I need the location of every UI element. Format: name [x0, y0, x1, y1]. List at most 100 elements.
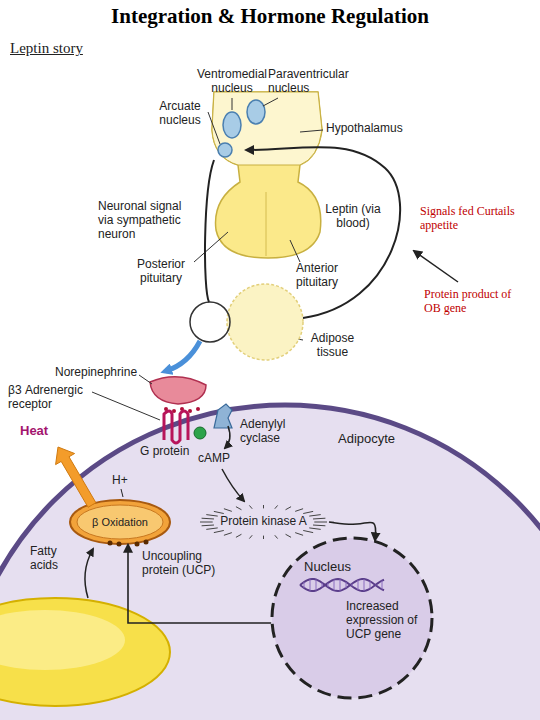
burst-ray: [286, 507, 292, 510]
leader-line: [194, 232, 228, 262]
dot: [196, 407, 200, 411]
burst-ray: [295, 533, 303, 536]
mitochondrion-matrix: [77, 505, 163, 539]
helix-rung: [328, 583, 329, 587]
part-label: Adipose tissue: [305, 332, 360, 360]
dot: [108, 541, 113, 546]
helix-rung: [352, 584, 353, 587]
nucleus-circle: NucleusIncreased expression of UCP gene: [270, 536, 434, 700]
burst-ray: [202, 518, 214, 520]
leader-line: [263, 98, 278, 106]
burst-ray: [303, 530, 313, 532]
helix-strand: [300, 579, 384, 591]
helix-rung: [304, 582, 305, 588]
dot: [144, 540, 149, 545]
part-label: Posterior pituitary: [128, 258, 194, 286]
burst-ray: [200, 522, 213, 523]
burst-ray: [206, 515, 217, 516]
burst-ray: [263, 536, 264, 539]
burst-ray: [263, 505, 264, 508]
title: Integration & Hormone Regulation: [0, 4, 540, 29]
burst-ray: [224, 509, 232, 512]
mitochondrion: β Oxidation: [68, 498, 172, 546]
adrenergic-receptor: [164, 411, 188, 443]
leptin-arc: [246, 147, 400, 318]
note: Protein product of OB gene: [424, 288, 512, 316]
molecule-label: cAMP: [198, 452, 248, 466]
burst-ray: [314, 522, 327, 523]
helix-rung: [376, 584, 377, 586]
part-label: Hypothalamus: [326, 122, 416, 136]
ventromedial-nucleus: [223, 112, 241, 138]
part-label: Paraventricular nucleus: [268, 68, 363, 96]
burst-ray: [309, 528, 320, 529]
helix-rung: [322, 583, 323, 588]
signal-label: Leptin (via blood): [322, 203, 384, 231]
fatty-acid-arrow: [85, 549, 93, 598]
helix-rung: [340, 579, 341, 591]
helix-rung: [316, 580, 317, 591]
heat-arrow: [56, 447, 96, 507]
output-label: Heat: [20, 424, 70, 439]
signal-label: Neuronal signal via sympathetic neuron: [98, 200, 196, 241]
burst-ray: [249, 505, 252, 508]
dna-helix: [300, 579, 384, 591]
burst-ray: [313, 518, 325, 520]
paraventricular-nucleus: [247, 100, 265, 124]
leader-line: [232, 98, 233, 110]
process-label: β Oxidation: [92, 516, 148, 529]
leader-line: [300, 130, 323, 132]
helix-strand: [300, 579, 384, 591]
part-label: Ventromedial nucleus: [194, 68, 270, 96]
connector-arrow: [128, 545, 271, 623]
nerve-terminal: [150, 377, 206, 404]
process-label: Increased expression of UCP gene: [346, 600, 428, 641]
burst-ray: [224, 533, 232, 536]
leader-line: [92, 392, 160, 420]
zoom-circle: [190, 302, 230, 342]
burst-ray: [286, 534, 292, 537]
organelle-label: Nucleus: [304, 560, 351, 575]
burst-ray: [214, 530, 224, 532]
burst-ray: [202, 525, 214, 527]
burst-ray: [214, 511, 224, 513]
molecule-label: H+: [112, 474, 142, 488]
part-label: Anterior pituitary: [286, 262, 348, 290]
part-label: β3 Adrenergic receptor: [8, 384, 108, 412]
neuronal-signal-arc: [205, 160, 214, 302]
proton-arrow: [121, 489, 123, 497]
enzyme-burst: Protein kinase A: [198, 503, 329, 541]
adenylyl-cyclase: [214, 404, 232, 428]
burst-ray: [275, 535, 278, 538]
burst-ray: [303, 511, 313, 513]
section-heading: Leptin story: [10, 40, 130, 57]
part-label: G protein: [140, 445, 200, 459]
helix-rung: [310, 579, 311, 590]
part-label: Norepinephrine: [55, 366, 150, 380]
camp-arrow: [225, 426, 230, 448]
burst-ray: [236, 534, 242, 537]
arcuate-nucleus: [218, 143, 232, 157]
part-label: Arcuate nucleus: [150, 100, 210, 128]
helix-rung: [358, 580, 359, 590]
pituitary: [212, 92, 322, 258]
molecule-label: Fatty acids: [30, 545, 80, 573]
note: Signals fed Curtails appetite: [420, 205, 515, 233]
part-label: Uncoupling protein (UCP): [142, 550, 232, 578]
cell-label: Adipocyte: [338, 432, 395, 447]
part-label: Adenylyl cyclase: [240, 418, 310, 446]
burst-ray: [206, 528, 217, 529]
helix-rung: [346, 582, 347, 588]
mitochondrion-outline: [70, 500, 170, 544]
lobe-divider: [266, 192, 267, 256]
burst-ray: [275, 505, 278, 508]
leader-line: [139, 375, 152, 384]
helix-rung: [334, 580, 335, 591]
helix-rung: [370, 581, 371, 588]
connector-arrow: [329, 522, 376, 540]
adipose-tissue: [227, 284, 303, 360]
enzyme-label: Protein kinase A: [220, 515, 307, 529]
helix-rung: [364, 579, 365, 591]
